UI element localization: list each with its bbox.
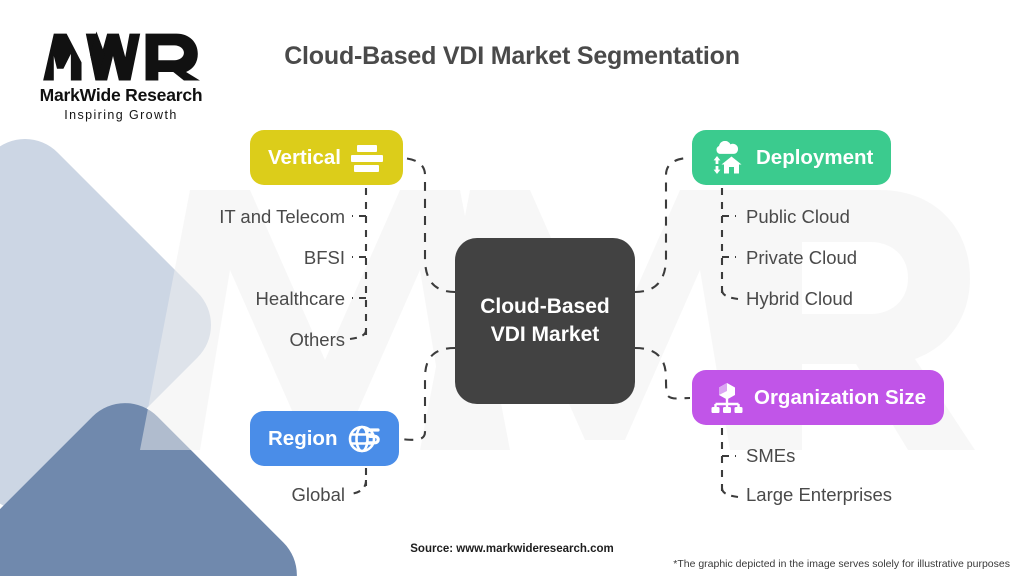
cloud-house-icon — [713, 140, 742, 174]
leaf-vertical-3: Others — [289, 329, 345, 350]
list-bars-icon — [350, 144, 383, 172]
branch-label-vertical: Vertical — [268, 145, 341, 169]
central-node-line1: Cloud-Based — [480, 295, 610, 319]
branch-label-orgsize: Organization Size — [754, 385, 926, 409]
leaf-deployment-1: Private Cloud — [746, 247, 858, 268]
connector-center-vertical — [399, 156, 456, 294]
branch-node-orgsize[interactable]: Organization Size — [692, 370, 944, 425]
branch-node-vertical[interactable]: Vertical — [250, 130, 403, 185]
leaf-vertical-2: Healthcare — [255, 288, 345, 309]
connector-center-region — [399, 346, 456, 441]
branch-label-deployment: Deployment — [756, 145, 874, 169]
leaf-vertical-1: BFSI — [303, 247, 345, 268]
page-title: Cloud-Based VDI Market Segmentation — [284, 42, 740, 70]
decorative-square-light — [0, 119, 231, 531]
connector-vertical-item-3 — [349, 329, 368, 341]
leaf-region-0: Global — [291, 484, 345, 505]
central-node[interactable]: Cloud-Based VDI Market — [455, 238, 635, 404]
connector-orgsize-item-1 — [720, 487, 739, 499]
disclaimer-note: *The graphic depicted in the image serve… — [673, 558, 1010, 570]
leaf-vertical-0: IT and Telecom — [219, 206, 345, 227]
branch-node-deployment[interactable]: Deployment — [692, 130, 892, 185]
leaf-orgsize-0: SMEs — [746, 445, 796, 466]
brand-tagline: Inspiring Growth — [64, 108, 178, 122]
source-credit: Source: www.markwideresearch.com — [410, 543, 614, 555]
leaf-deployment-2: Hybrid Cloud — [746, 288, 853, 309]
brand-logo: MarkWide Research Inspiring Growth — [26, 28, 216, 122]
org-chart-icon — [711, 382, 743, 413]
connector-deployment-item-2 — [720, 289, 739, 301]
brand-name: MarkWide Research — [39, 85, 203, 105]
mwr-monogram-icon — [43, 31, 200, 81]
connector-center-orgsize — [634, 346, 691, 400]
leaf-deployment-0: Public Cloud — [746, 206, 850, 227]
connector-center-deployment — [634, 156, 691, 294]
central-node-line2: VDI Market — [490, 323, 600, 346]
branch-node-region[interactable]: Region — [250, 411, 400, 466]
globe-icon — [349, 425, 381, 452]
branch-label-region: Region — [268, 426, 338, 450]
leaf-orgsize-1: Large Enterprises — [746, 484, 893, 505]
connector-region-item-0 — [349, 479, 368, 496]
